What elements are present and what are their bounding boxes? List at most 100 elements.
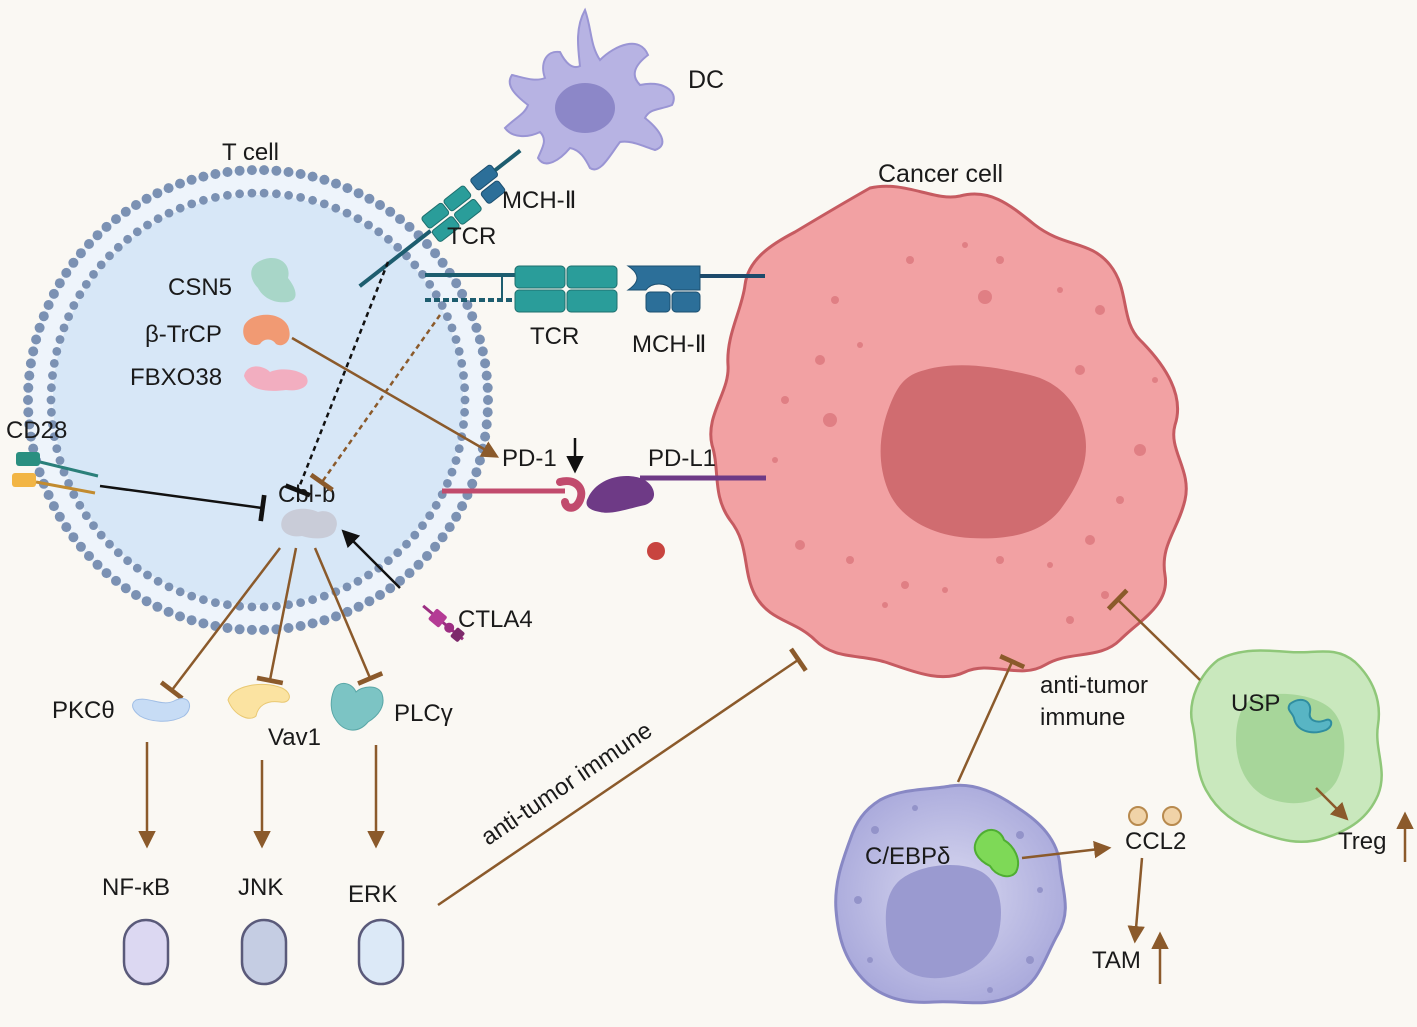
membrane-bead (163, 606, 174, 617)
membrane-bead (443, 312, 452, 321)
membrane-bead (425, 511, 435, 520)
membrane-bead (342, 208, 352, 218)
membrane-bead (47, 383, 56, 393)
membrane-bead (331, 611, 341, 622)
membrane-bead (431, 290, 441, 300)
cblb-to-pkc-inhibit (159, 547, 281, 701)
membrane-bead (54, 278, 65, 289)
membrane-bead (259, 602, 269, 612)
membrane-bead (222, 623, 233, 633)
membrane-bead (385, 206, 396, 217)
membrane-bead (437, 257, 448, 268)
csn5-protein (251, 257, 296, 303)
membrane-bead (467, 478, 478, 489)
membrane-bead (474, 334, 485, 345)
membrane-bead (187, 199, 197, 209)
jnk-capsule (240, 918, 288, 986)
cd28-receptor (12, 452, 99, 495)
membrane-bead (131, 200, 141, 210)
membrane-bead (89, 270, 98, 279)
tcr-top-domain-3 (431, 216, 460, 242)
membrane-bead (319, 591, 329, 601)
membrane-bead (111, 575, 121, 586)
membrane-bead (92, 559, 103, 570)
fbxo38-label: FBXO38 (130, 364, 222, 391)
membrane-bead (234, 165, 245, 176)
btrcp-protein (243, 314, 290, 346)
membrane-bead (23, 395, 33, 405)
membrane-bead (443, 479, 452, 488)
membrane-bead (342, 582, 352, 592)
membrane-bead (68, 532, 79, 543)
membrane-bead (143, 570, 152, 580)
cebp-label: C/EBPδ (865, 843, 950, 870)
membrane-bead (235, 189, 245, 199)
pkc-protein (132, 698, 191, 722)
erk-to-cancer-inhibit (437, 647, 808, 907)
plcg-label: PLCγ (394, 700, 453, 727)
membrane-bead (272, 189, 281, 199)
free-particle (647, 542, 665, 560)
membrane-bead (284, 190, 293, 200)
membrane-bead (132, 563, 142, 573)
membrane-bead (43, 490, 54, 500)
membrane-bead (480, 358, 491, 369)
membrane-bead (211, 193, 220, 202)
ctla4-to-cblb-arrow (341, 529, 401, 589)
membrane-bead (353, 214, 363, 224)
membrane-bead (61, 522, 72, 533)
membrane-bead (199, 195, 208, 205)
membrane-bead (75, 541, 86, 552)
csn5-label: CSN5 (168, 274, 232, 301)
tcr-mid-label: TCR (530, 323, 579, 350)
membrane-bead (307, 171, 318, 182)
cd28-label: CD28 (6, 417, 67, 444)
membrane-bead (89, 521, 98, 530)
membrane-bead (319, 615, 330, 626)
membrane-bead (295, 621, 306, 631)
membrane-bead (437, 532, 448, 543)
membrane-bead (163, 183, 174, 194)
membrane-bead (24, 370, 35, 381)
membrane-bead (477, 346, 488, 357)
membrane-bead (152, 188, 163, 199)
erk-label: ERK (348, 881, 397, 908)
cd28-stalk-2 (35, 480, 96, 495)
jnk-label: JNK (238, 874, 283, 901)
membrane-bead (101, 568, 112, 579)
membrane-bead (283, 623, 294, 633)
usp-label: USP (1231, 690, 1280, 717)
membrane-bead (69, 490, 79, 499)
membrane-bead (384, 556, 393, 566)
membrane-bead (395, 575, 405, 586)
membrane-bead (364, 193, 375, 204)
cd28-domain-orange (12, 473, 36, 487)
membrane-bead (364, 220, 373, 230)
membrane-bead (153, 576, 163, 586)
fbxo38-protein (244, 366, 308, 391)
membrane-bead (375, 590, 385, 600)
mhc-top-domain-2 (480, 180, 506, 204)
membrane-bead (437, 301, 447, 310)
membrane-bead (81, 511, 91, 520)
membrane-bead (199, 595, 208, 605)
membrane-bead (259, 188, 269, 198)
usp-to-treg-arrow (1315, 787, 1349, 821)
membrane-bead (211, 598, 220, 607)
cblb-to-plcg-inhibit (313, 547, 384, 686)
membrane-bead (24, 419, 35, 430)
treg-label: Treg (1338, 828, 1386, 855)
membrane-bead (49, 432, 59, 441)
membrane-bead (481, 419, 492, 430)
cebp-to-ccl2-arrow (1021, 840, 1112, 860)
membrane-bead (404, 568, 415, 579)
tcr-top-domain-1 (421, 202, 450, 229)
membrane-bead (447, 323, 457, 333)
cancer-cell-nucleus (880, 365, 1086, 539)
tcr-mid-to-cblb-dotted (309, 314, 442, 492)
membrane-bead (141, 596, 152, 607)
membrane-bead (186, 174, 197, 185)
membrane-bead (460, 407, 469, 417)
membrane-bead (460, 395, 470, 405)
membrane-bead (113, 548, 123, 558)
